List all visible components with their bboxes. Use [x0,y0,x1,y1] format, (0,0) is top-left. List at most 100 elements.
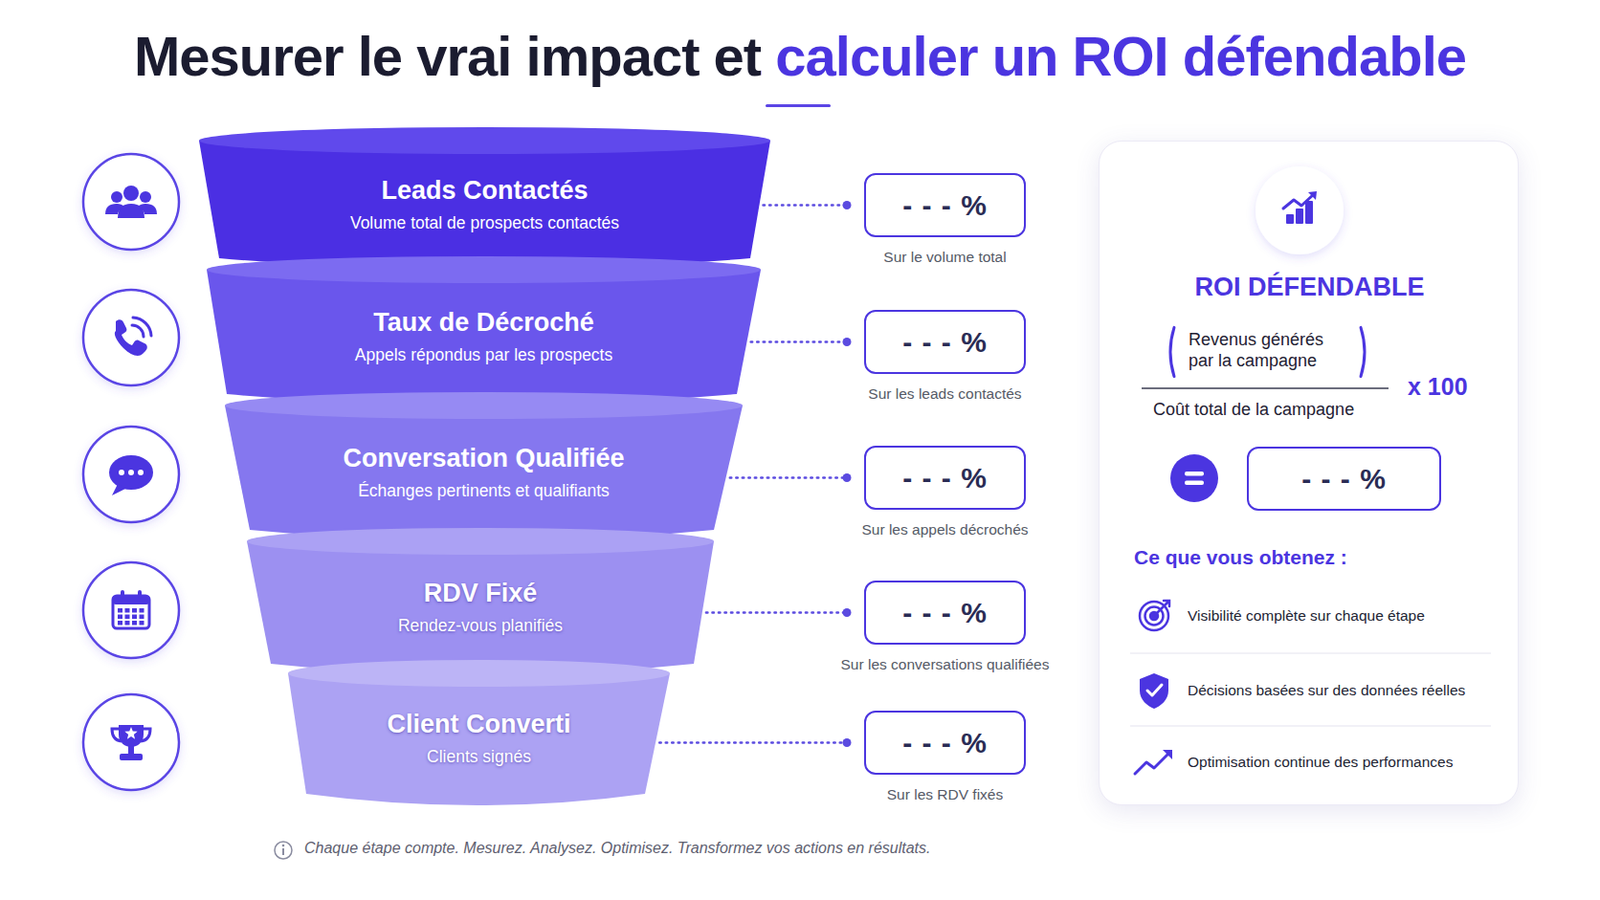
step-icon [83,426,179,523]
band-cap [199,127,771,155]
bracket-left [1170,327,1175,377]
percent-caption: Sur les RDV fixés [887,786,1003,804]
benefit-item: Décisions basées sur des données réelles [1187,682,1509,701]
funnel-band: Taux de DécrochéAppels répondus par les … [206,256,761,406]
target-icon [1139,600,1170,631]
separator [1130,653,1491,655]
info-dot [282,844,286,848]
chart-trend [1283,194,1314,209]
equals-circle [1170,454,1219,503]
trophy-stem [128,746,134,755]
calendar-cell [139,621,145,626]
percent-box: - - - %Sur les leads contactés [864,310,1026,375]
icon-circle [83,426,179,523]
formula-multiplier: x 100 [1407,372,1468,401]
formula-denominator: Coût total de la campagne [1153,400,1355,422]
step-icon [83,562,179,659]
dotted-connector [706,611,847,615]
shield-icon [1139,673,1169,710]
trend-icon [1134,750,1173,775]
funnel-shape [288,660,670,820]
separator [1130,726,1491,728]
band-heading: Client Converti [386,710,571,740]
percent-box: - - - %Sur les RDV fixés [864,711,1026,776]
connector-dot [843,738,852,748]
percent-value: - - - % [902,727,988,760]
person-body [137,203,157,215]
benefit-item: Visibilité complète sur chaque étape [1187,607,1509,626]
percent-caption: Sur les conversations qualifiées [841,656,1050,674]
trend-line [1134,753,1170,775]
equals-bar [1184,471,1204,477]
caption-row: Chaque étape compte. Mesurez. Analysez. … [304,840,932,858]
dotted-connector [751,340,847,344]
formula-numerator: Revenus générés par la campagne [1188,330,1347,372]
chat-bubble [109,455,154,490]
calendar-cell [117,615,123,621]
funnel-band: Conversation QualifiéeÉchanges pertinent… [224,392,743,542]
step-icon [83,694,179,791]
band-body [246,541,714,676]
calendar-cell [117,621,123,626]
band-text: Conversation QualifiéeÉchanges pertinent… [224,417,743,529]
dotted-connector [659,741,847,745]
title-underline [765,104,831,108]
trophy-base [119,754,143,761]
percent-caption: Sur les leads contactés [867,385,1022,403]
panel-title: ROI DÉFENDABLE [1099,271,1520,303]
percent-value: - - - % [902,597,988,630]
icon-circle [83,694,179,791]
band-text: Leads ContactésVolume total de prospects… [199,152,771,257]
band-subtitle: Volume total de prospects contactés [350,213,620,234]
calendar-ring [137,590,142,600]
band-body [288,673,670,806]
info-icon [274,842,292,860]
chat-dot [137,469,144,476]
percent-value: - - - % [902,326,988,359]
calendar-cell [117,608,123,614]
band-heading: RDV Fixé [423,578,538,609]
band-heading: Leads Contactés [380,176,588,206]
person-head [111,191,123,203]
icon-circle [83,562,179,659]
band-cap [246,528,714,556]
band-text: Client ConvertiClients signés [288,685,670,793]
percent-caption: Sur le volume total [883,248,1006,267]
calendar-cell [139,615,145,621]
calendar-frame [112,596,150,629]
calendar-cell [125,608,131,614]
funnel-band: RDV FixéRendez-vous planifiés [246,528,714,676]
chart-bar [1305,200,1313,224]
connector-dot [843,608,852,618]
band-subtitle: Appels répondus par les prospects [355,345,613,366]
info-circle [274,842,292,860]
band-subtitle: Échanges pertinents et qualifiants [357,481,610,502]
title-row: Mesurer le vrai impact et calculer un RO… [0,24,1600,89]
shield-body [1139,673,1169,710]
calendar-cell [132,615,137,621]
dotted-connector [763,203,847,207]
roi-panel: ROI DÉFENDABLE Revenus générés par la cam… [1098,140,1519,806]
band-cap [224,392,743,420]
sound-wave [132,325,144,337]
chat-tail [111,484,126,496]
calendar-cell [139,608,145,614]
funnel-band: Leads ContactésVolume total de prospects… [199,127,771,270]
percent-box: - - - % [1246,446,1442,512]
step-icon [83,154,179,250]
band-cap [288,660,670,688]
chart-bar [1286,214,1294,224]
percent-value: - - - % [1301,463,1387,496]
connector-dot [843,337,852,347]
percent-caption: Sur les appels décrochés [861,521,1028,539]
connector-dot [843,473,852,483]
band-text: RDV FixéRendez-vous planifiés [246,553,714,663]
person-head [139,191,152,203]
connector-dot [843,200,852,210]
calendar-cell [132,621,137,626]
chart-bar [1295,208,1304,224]
band-body [199,140,771,270]
target-ring [1139,601,1169,631]
shield-check [1147,685,1162,696]
trophy-star [124,727,137,740]
